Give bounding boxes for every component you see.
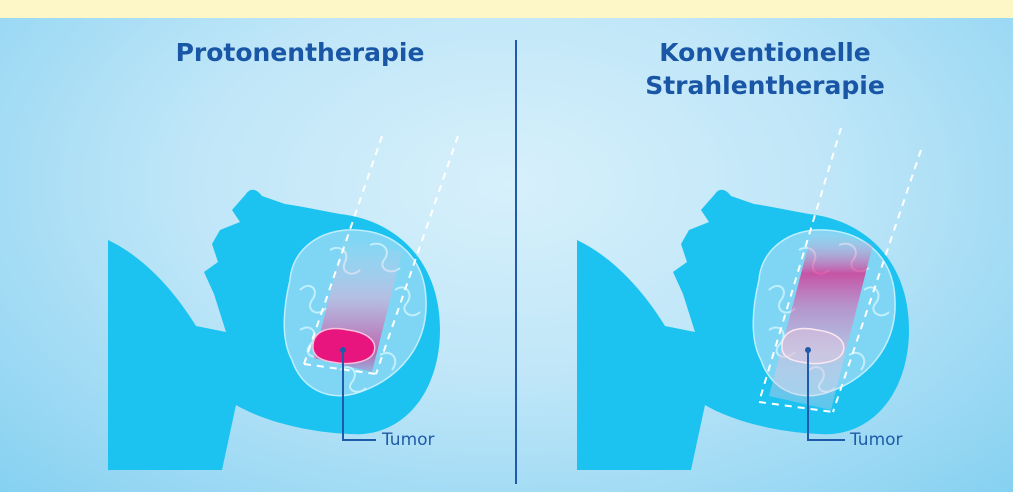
tumor-label-conventional: Tumor	[850, 430, 903, 450]
head-left	[108, 136, 458, 470]
head-right	[577, 128, 921, 470]
tumor-label-proton: Tumor	[382, 430, 435, 450]
